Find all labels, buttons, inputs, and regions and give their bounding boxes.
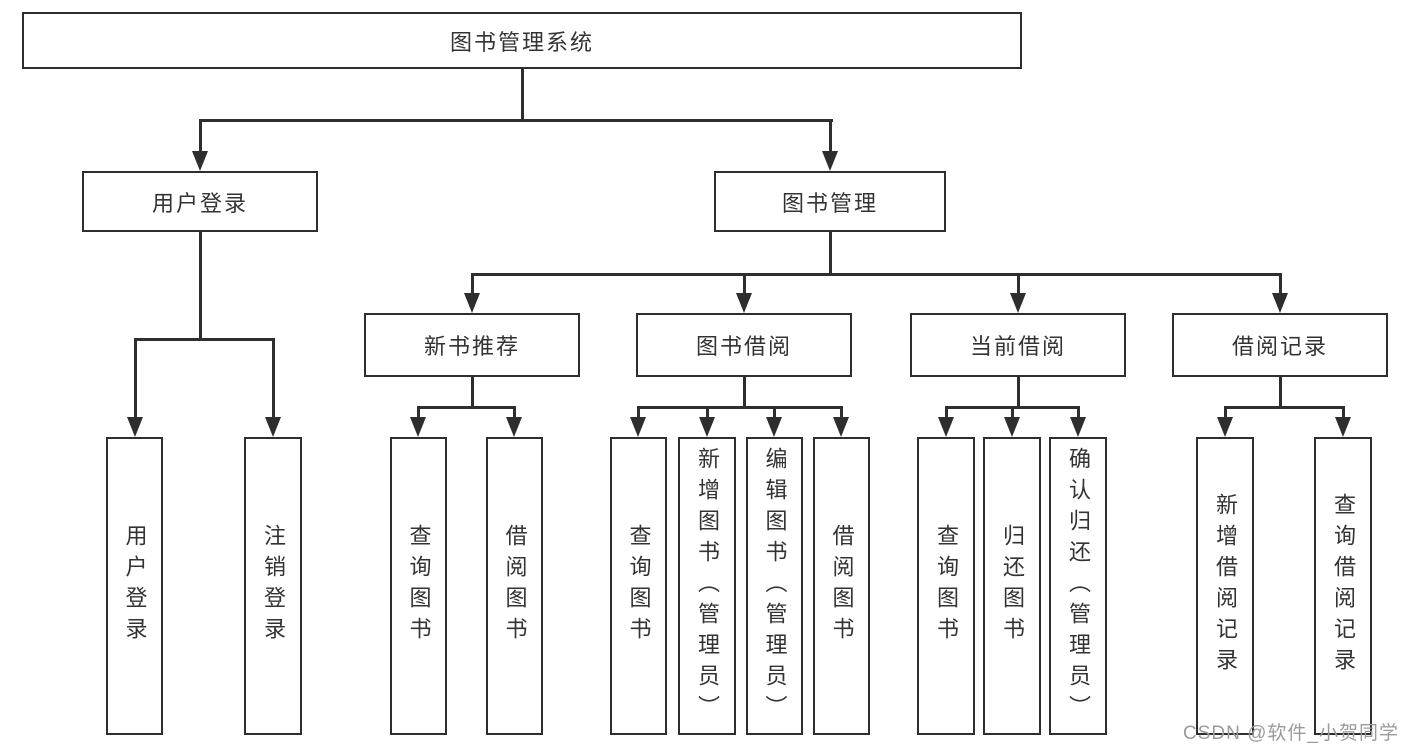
node-label: 图书借阅	[695, 334, 792, 359]
csdn-watermark: CSDN @软件_小贺同学	[1183, 723, 1399, 744]
connector-line	[520, 69, 524, 119]
node-label: 图书管理	[781, 190, 878, 216]
connector-line	[271, 338, 275, 419]
node-current-borrow: 当前借阅	[910, 313, 1126, 377]
leaf-label: 确认归还（管理员）	[1066, 446, 1091, 726]
arrowhead-down-icon	[1070, 417, 1086, 437]
connector-line	[133, 338, 275, 341]
arrowhead-down-icon	[464, 293, 480, 313]
arrowhead-down-icon	[192, 151, 208, 171]
leaf-label: 查询图书	[934, 524, 959, 648]
node-library-management-system: 图书管理系统	[22, 12, 1022, 69]
arrowhead-down-icon	[265, 417, 281, 437]
connector-line	[198, 232, 202, 338]
arrowhead-down-icon	[1272, 293, 1288, 313]
connector-line	[1341, 406, 1345, 421]
connector-line	[416, 406, 420, 421]
connector-line	[1076, 406, 1080, 421]
connector-line	[1223, 406, 1227, 421]
leaf-user-login: 用户登录	[106, 437, 163, 735]
arrowhead-down-icon	[699, 417, 715, 437]
connector-line	[636, 406, 640, 421]
arrowhead-down-icon	[410, 417, 426, 437]
connector-line	[742, 377, 746, 406]
leaf-label: 借阅图书	[502, 524, 528, 648]
leaf-logout: 注销登录	[244, 437, 302, 735]
connector-line	[1223, 406, 1345, 409]
leaf-query-books: 查询图书	[390, 437, 447, 735]
arrowhead-down-icon	[1010, 293, 1026, 313]
leaf-edit-books-admin: 编辑图书（管理员）	[746, 437, 803, 735]
connector-line	[416, 406, 516, 409]
leaf-query-books: 查询图书	[917, 437, 975, 735]
leaf-borrow-books: 借阅图书	[486, 437, 543, 735]
connector-line	[198, 119, 202, 153]
leaf-add-books-admin: 新增图书（管理员）	[678, 437, 736, 735]
node-label: 新书推荐	[423, 334, 520, 359]
node-label: 用户登录	[151, 190, 248, 216]
leaf-label: 新增图书（管理员）	[695, 446, 720, 726]
node-new-book-recommend: 新书推荐	[364, 313, 580, 377]
arrowhead-down-icon	[127, 417, 143, 437]
arrowhead-down-icon	[506, 417, 522, 437]
arrowhead-down-icon	[1217, 417, 1233, 437]
arrowhead-down-icon	[833, 417, 849, 437]
arrowhead-down-icon	[630, 417, 646, 437]
leaf-return-books: 归还图书	[983, 437, 1041, 735]
leaf-label: 查询图书	[406, 524, 432, 648]
leaf-add-borrow-record: 新增借阅记录	[1196, 437, 1254, 735]
leaf-label: 编辑图书（管理员）	[762, 446, 788, 726]
connector-line	[636, 406, 843, 409]
connector-line	[839, 406, 843, 421]
connector-line	[198, 119, 833, 122]
leaf-label: 借阅图书	[829, 524, 855, 648]
connector-line	[1016, 273, 1020, 297]
connector-line	[1016, 377, 1020, 406]
connector-line	[133, 338, 137, 419]
arrowhead-down-icon	[1335, 417, 1351, 437]
connector-line	[1278, 377, 1282, 406]
connector-line	[1010, 406, 1014, 421]
connector-line	[742, 273, 746, 297]
connector-line	[470, 273, 474, 297]
leaf-label: 用户登录	[122, 524, 148, 648]
connector-line	[470, 273, 1282, 276]
leaf-borrow-books: 借阅图书	[813, 437, 870, 735]
connector-line	[828, 232, 832, 273]
node-borrow-record: 借阅记录	[1172, 313, 1388, 377]
connector-line	[1278, 273, 1282, 297]
leaf-label: 注销登录	[261, 524, 286, 648]
connector-line	[944, 406, 948, 421]
connector-line	[512, 406, 516, 421]
leaf-label: 查询图书	[626, 524, 652, 648]
arrowhead-down-icon	[822, 151, 838, 171]
arrowhead-down-icon	[736, 293, 752, 313]
connector-line	[772, 406, 776, 421]
leaf-label: 新增借阅记录	[1213, 493, 1238, 679]
connector-line	[828, 119, 832, 153]
leaf-query-books: 查询图书	[610, 437, 667, 735]
node-book-management: 图书管理	[714, 171, 946, 232]
connector-line	[705, 406, 709, 421]
node-label: 图书管理系统	[449, 29, 594, 55]
arrowhead-down-icon	[1004, 417, 1020, 437]
arrowhead-down-icon	[766, 417, 782, 437]
leaf-label: 归还图书	[1000, 524, 1025, 648]
leaf-query-borrow-record: 查询借阅记录	[1314, 437, 1372, 735]
node-label: 当前借阅	[969, 334, 1066, 359]
node-label: 借阅记录	[1231, 334, 1328, 359]
node-book-borrow: 图书借阅	[636, 313, 852, 377]
node-user-login: 用户登录	[82, 171, 318, 232]
leaf-confirm-return-admin: 确认归还（管理员）	[1049, 437, 1107, 735]
leaf-label: 查询借阅记录	[1331, 493, 1356, 679]
arrowhead-down-icon	[938, 417, 954, 437]
connector-line	[470, 377, 474, 406]
